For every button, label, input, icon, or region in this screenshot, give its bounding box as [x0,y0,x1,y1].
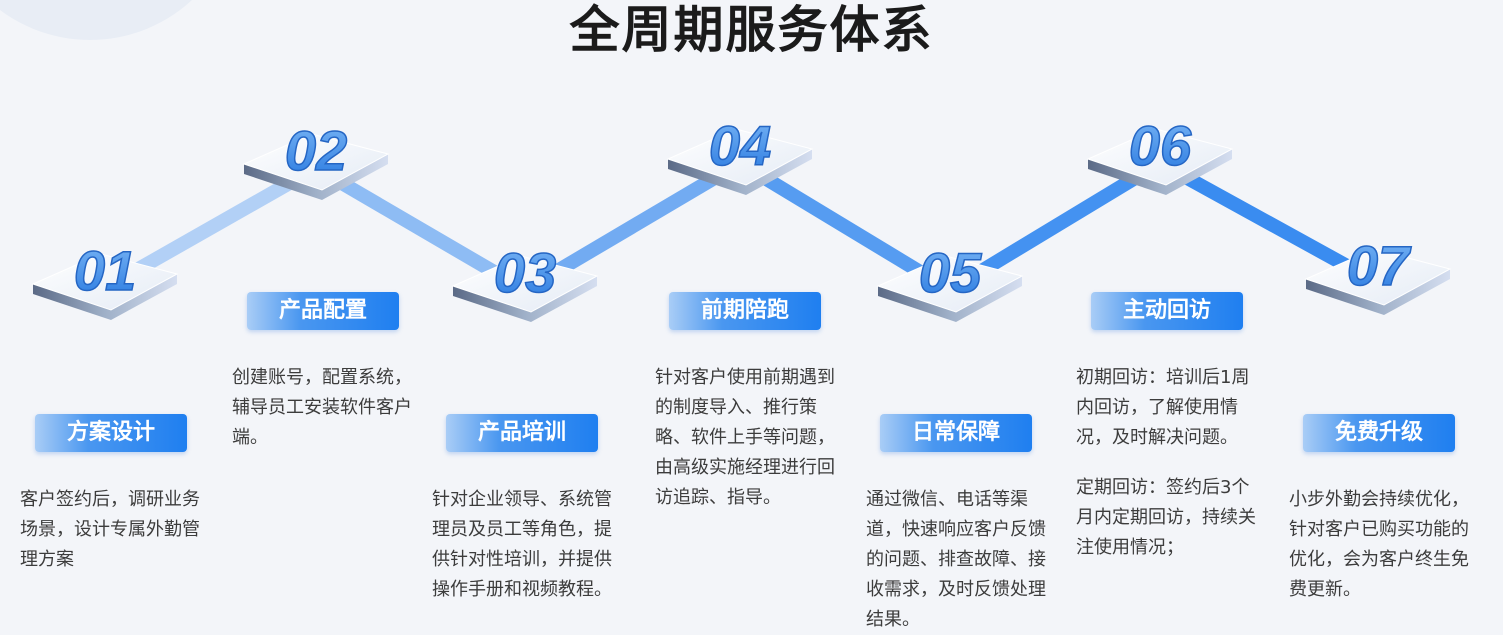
step-platform-03: 03 [451,240,599,322]
step-description-05: 通过微信、电话等渠道，快速响应客户反馈的问题、排查故障、接收需求，及时反馈处理结… [866,485,1056,635]
step-platform-05: 05 [876,240,1024,322]
step-description-02: 创建账号，配置系统，辅导员工安装软件客户端。 [232,363,422,453]
step-number: 05 [919,241,982,304]
step-number: 02 [285,119,347,182]
description-paragraph: 定期回访：签约后3个月内定期回访，持续关注使用情况； [1076,477,1256,558]
page-title: 全周期服务体系 [569,1,934,59]
description-paragraph: 通过微信、电话等渠道，快速响应客户反馈的问题、排查故障、接收需求，及时反馈处理结… [866,489,1046,630]
step-description-04: 针对客户使用前期遇到的制度导入、推行策略、软件上手等问题，由高级实施经理进行回访… [655,363,845,513]
step-number: 06 [1129,114,1192,177]
step-number: 07 [1347,234,1412,297]
step-platform-06: 06 [1086,113,1234,195]
step-platform-07: 07 [1304,233,1452,315]
step-number: 03 [494,241,556,304]
connector-line [736,157,954,296]
step-label-06: 主动回访 [1091,292,1243,330]
step-description-03: 针对企业领导、系统管理员及员工等角色，提供针对性培训，并提供操作手册和视频教程。 [432,485,622,605]
step-label-03: 产品培训 [446,414,598,452]
description-paragraph: 创建账号，配置系统，辅导员工安装软件客户端。 [232,367,412,448]
description-paragraph: 针对客户使用前期遇到的制度导入、推行策略、软件上手等问题，由高级实施经理进行回访… [655,367,835,508]
step-platform-04: 04 [666,113,814,195]
step-platform-01: 01 [31,238,179,320]
description-paragraph: 初期回访：培训后1周内回访，了解使用情况，及时解决问题。 [1076,367,1250,448]
step-number: 01 [74,239,136,302]
step-description-06: 初期回访：培训后1周内回访，了解使用情况，及时解决问题。定期回访：签约后3个月内… [1076,363,1266,563]
description-paragraph: 客户签约后，调研业务场景，设计专属外勤管理方案 [20,489,200,570]
step-platform-02: 02 [242,118,390,200]
step-label-04: 前期陪跑 [669,292,821,330]
step-label-05: 日常保障 [880,414,1032,452]
description-paragraph: 小步外勤会持续优化，针对客户已购买功能的优化，会为客户终生免费更新。 [1289,489,1469,600]
step-label-01: 方案设计 [35,414,187,452]
description-paragraph: 针对企业领导、系统管理员及员工等角色，提供针对性培训，并提供操作手册和视频教程。 [432,489,612,600]
step-description-01: 客户签约后，调研业务场景，设计专属外勤管理方案 [20,485,210,575]
step-description-07: 小步外勤会持续优化，针对客户已购买功能的优化，会为客户终生免费更新。 [1289,485,1479,605]
step-label-02: 产品配置 [247,292,399,330]
step-number: 04 [709,114,771,177]
step-label-07: 免费升级 [1303,414,1455,452]
